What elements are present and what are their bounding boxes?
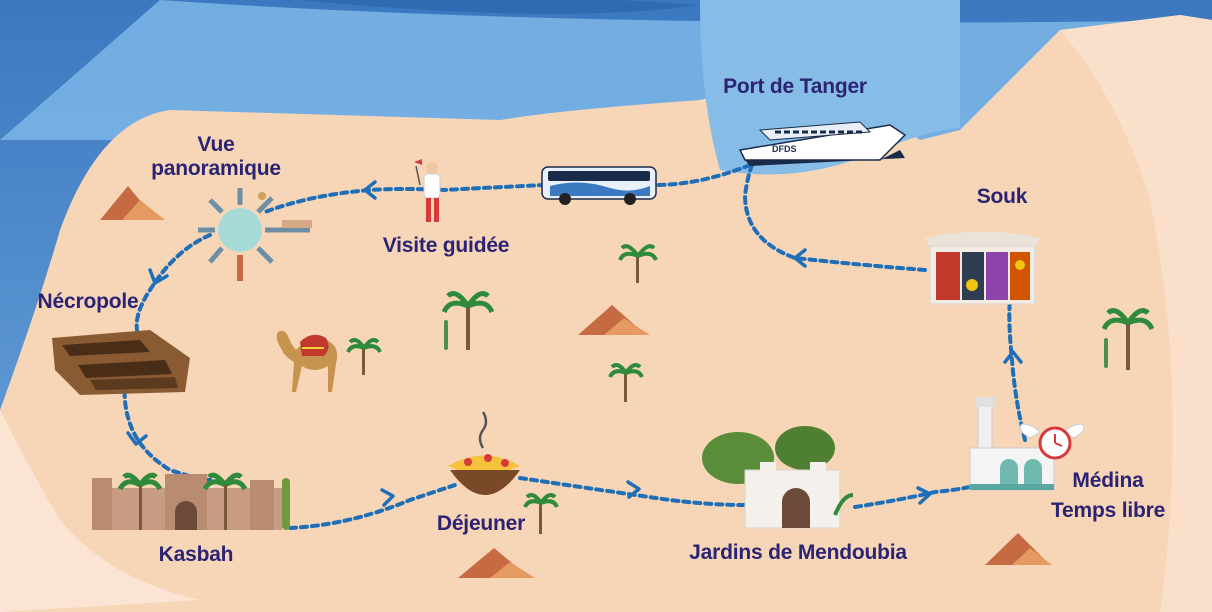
mountain-icon	[458, 548, 535, 578]
ferry-icon: DFDS	[738, 121, 907, 166]
mountain-icon	[578, 305, 650, 335]
route-arrows	[126, 180, 1023, 507]
label-medina: Médina Temps libre	[1036, 466, 1180, 526]
palm-tree-icon	[618, 244, 658, 283]
label-jardins: Jardins de Mendoubia	[689, 541, 907, 564]
sea-wave	[300, 0, 700, 14]
coast-strip	[0, 410, 200, 612]
ship-text: DFDS	[772, 144, 797, 154]
guide-icon	[414, 159, 441, 222]
kasbah-icon	[92, 472, 290, 530]
tajine-icon	[448, 411, 520, 495]
label-port: Port de Tanger	[723, 75, 867, 98]
label-visite: Visite guidée	[382, 234, 510, 257]
clock-icon	[1019, 423, 1085, 460]
palm-tree-icon	[441, 291, 495, 350]
mountain-icon	[100, 186, 165, 220]
label-vue: Vue panoramique	[136, 133, 296, 181]
palm-tree-icon	[346, 338, 382, 375]
bus-icon	[541, 166, 657, 205]
label-necropole: Nécropole	[37, 290, 139, 313]
label-kasbah: Kasbah	[158, 543, 234, 566]
souk-icon	[925, 231, 1040, 305]
mountain-icon	[985, 533, 1052, 565]
coast-strip-east	[1060, 15, 1212, 612]
label-vue-line2: panoramique	[151, 157, 281, 180]
necropolis-icon	[52, 330, 190, 395]
label-vue-line1: Vue	[197, 133, 235, 156]
route	[122, 163, 1027, 530]
camel-icon	[276, 330, 338, 392]
palm-tree-icon	[1101, 308, 1155, 370]
label-medina-line1: Médina	[1072, 469, 1144, 492]
label-souk: Souk	[976, 185, 1028, 208]
medina-icon	[969, 397, 1055, 491]
gardens-icon	[702, 426, 854, 529]
label-medina-line2: Temps libre	[1050, 499, 1166, 522]
label-dejeuner: Déjeuner	[436, 512, 526, 535]
palm-tree-icon	[523, 493, 559, 534]
palm-tree-icon	[608, 363, 644, 402]
panorama-icon	[198, 188, 312, 281]
